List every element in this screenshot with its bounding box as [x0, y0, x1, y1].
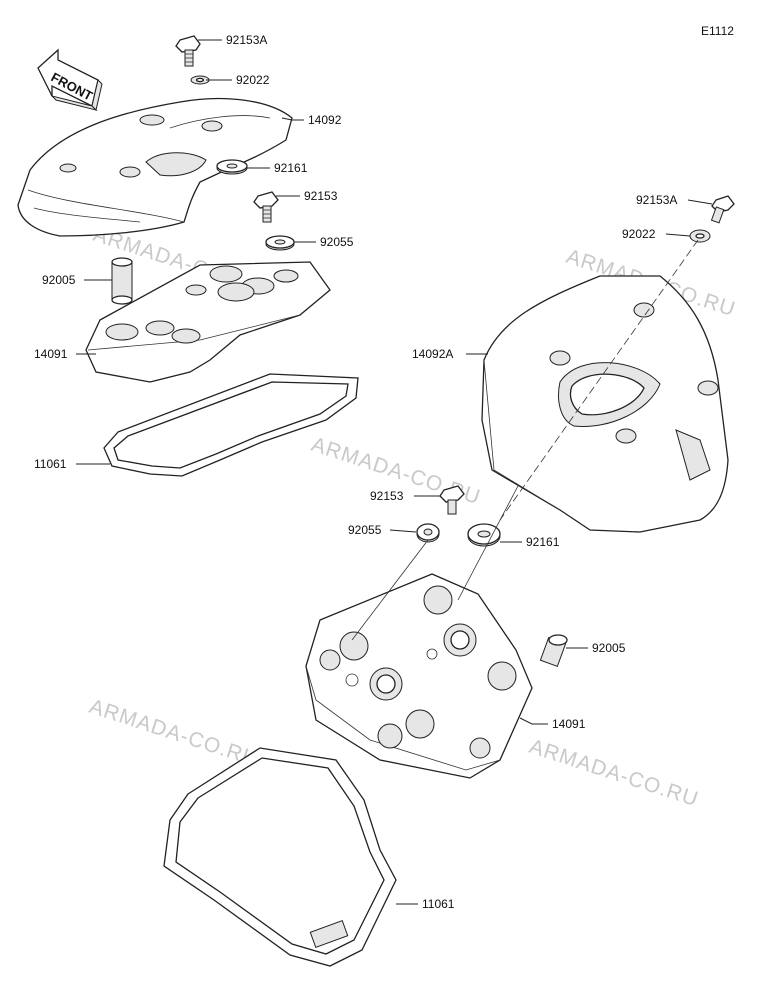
part-label: 92153A — [636, 193, 677, 207]
part-label: 92153 — [370, 489, 404, 503]
washer-icon — [416, 523, 440, 543]
bolt-icon — [253, 191, 279, 223]
bolt-icon — [175, 35, 201, 67]
part-label: 92153 — [304, 189, 338, 203]
part-label: 14091 — [552, 717, 586, 731]
bushing-icon — [111, 257, 133, 305]
bushing-icon — [539, 634, 568, 667]
part-label: 92161 — [274, 161, 308, 175]
part-label: 92153A — [226, 33, 267, 47]
bolt-icon — [710, 195, 735, 224]
watermark: ARMADA-CO.RU — [86, 695, 261, 771]
gasket-part — [103, 373, 359, 477]
front-arrow-icon: FRONT — [37, 48, 103, 111]
head-cover-part — [85, 261, 331, 383]
part-label: 92055 — [348, 523, 382, 537]
cylinder-head-cover-part — [481, 275, 729, 533]
part-label: 11061 — [34, 457, 67, 471]
part-label: 92161 — [526, 535, 560, 549]
part-label: 92005 — [42, 273, 76, 287]
part-label: 14091 — [34, 347, 68, 361]
part-label: 14092 — [308, 113, 342, 127]
head-cover-part — [305, 573, 533, 779]
cylinder-head-cover-part — [17, 97, 293, 237]
part-label: 92022 — [622, 227, 656, 241]
diagram-code: E1112 — [701, 24, 734, 38]
gasket-part — [163, 747, 397, 967]
part-label: 11061 — [422, 897, 455, 911]
part-label: 92022 — [236, 73, 270, 87]
watermark: ARMADA-CO.RU — [526, 735, 701, 811]
grommet-icon — [216, 159, 248, 175]
washer-icon — [265, 235, 295, 251]
part-label: 92005 — [592, 641, 626, 655]
part-label: 92055 — [320, 235, 354, 249]
part-label: 14092A — [412, 347, 453, 361]
grommet-icon — [467, 523, 501, 547]
